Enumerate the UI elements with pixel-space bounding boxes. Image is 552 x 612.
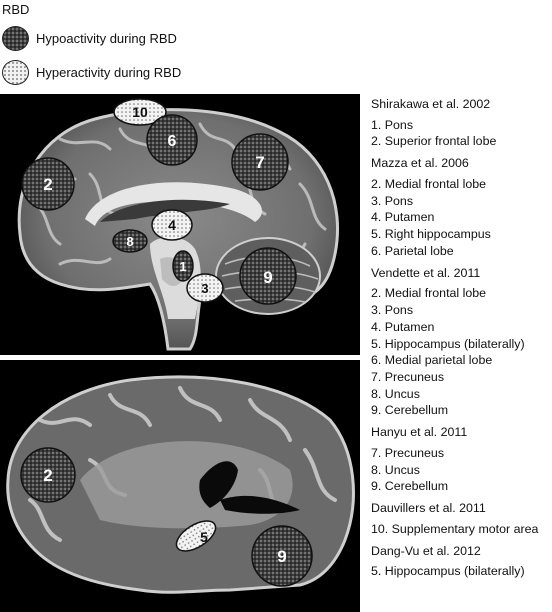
ref-item: 7. Precuneus (371, 445, 445, 460)
region-2-lower-label: 2 (43, 466, 52, 485)
ref-item: 2. Medial frontal lobe (371, 286, 487, 301)
region-4-label: 4 (168, 217, 176, 233)
ref-item: 9. Cerebellum (371, 403, 449, 418)
ref-group-dang-vu: Dang-Vu et al. 2012 5. Hippocampus (bila… (371, 543, 552, 580)
legend-label-hypoactivity: Hypoactivity during RBD (36, 30, 177, 46)
ref-title: Mazza et al. 2006 (371, 156, 469, 171)
region-10-marker (113, 98, 167, 126)
ref-item: 6. Parietal lobe (371, 243, 454, 258)
region-9-lower-marker (251, 525, 313, 587)
ref-item: 5. Hippocampus (bilaterally) (371, 564, 525, 579)
region-8-label: 8 (126, 234, 133, 249)
hyperactivity-swatch (2, 59, 29, 85)
reference-list: Shirakawa et al. 2002 1. Pons 2. Superio… (371, 96, 552, 585)
ref-item: 2. Medial frontal lobe (371, 176, 487, 191)
region-2-label: 2 (43, 175, 52, 194)
ref-item: 3. Pons (371, 303, 414, 318)
ref-item: 4. Putamen (371, 210, 435, 225)
region-4-marker (151, 209, 193, 241)
region-7-label: 7 (255, 153, 264, 172)
ref-item: 8. Uncus (371, 386, 420, 401)
ref-group-mazza: Mazza et al. 2006 2. Medial frontal lobe… (371, 155, 552, 259)
ref-group-hanyu: Hanyu et al. 2011 7. Precuneus 8. Uncus … (371, 424, 552, 495)
ref-item: 8. Uncus (371, 462, 420, 477)
brain-parasagittal-image: 2 5 9 (6, 375, 355, 594)
brain-sagittal-panel: 10 6 7 2 4 8 1 3 9 (0, 94, 360, 355)
ref-item: 5. Hippocampus (bilaterally) (371, 336, 525, 351)
region-1-marker (172, 250, 194, 282)
region-3-marker (186, 273, 224, 303)
ref-item: 9. Cerebellum (371, 479, 449, 494)
ref-group-vendette: Vendette et al. 2011 2. Medial frontal l… (371, 265, 552, 420)
region-9-marker (239, 247, 297, 305)
region-6-label: 6 (168, 133, 177, 150)
region-6-marker (146, 114, 198, 166)
ref-item: 6. Medial parietal lobe (371, 353, 493, 368)
ref-item: 5. Right hippocampus (371, 227, 491, 242)
region-5-marker (175, 520, 217, 552)
ref-item: 2. Superior frontal lobe (371, 134, 497, 149)
legend-label-hyperactivity: Hyperactivity during RBD (36, 64, 182, 80)
region-2-marker (21, 157, 75, 211)
ref-item: 10. Supplementary motor area (371, 521, 539, 536)
ref-title: Hanyu et al. 2011 (371, 425, 468, 440)
ref-title: Vendette et al. 2011 (371, 265, 481, 280)
ref-item: 3. Pons (371, 193, 414, 208)
region-3-label: 3 (201, 281, 208, 296)
region-2-lower-marker (20, 447, 76, 503)
region-1-label: 1 (179, 259, 186, 274)
ref-item: 7. Precuneus (371, 370, 445, 385)
ref-group-shirakawa: Shirakawa et al. 2002 1. Pons 2. Superio… (371, 96, 552, 150)
region-5-label: 5 (200, 529, 208, 545)
hypoactivity-swatch (2, 25, 29, 51)
ref-item: 4. Putamen (371, 319, 435, 334)
ref-title: Dauvillers et al. 2011 (371, 501, 486, 516)
brain-parasagittal-panel: 2 5 9 (0, 360, 360, 612)
region-8-marker (112, 229, 148, 253)
ref-title: Shirakawa et al. 2002 (371, 97, 491, 111)
legend-item-hyperactivity: Hyperactivity during RBD (2, 57, 181, 87)
legend-item-hypoactivity: Hypoactivity during RBD (2, 23, 177, 53)
region-10-label: 10 (132, 104, 148, 120)
brain-sagittal-image: 10 6 7 2 4 8 1 3 9 (17, 98, 340, 351)
ref-group-dauvillers: Dauvillers et al. 2011 10. Supplementary… (371, 500, 552, 537)
region-7-marker (231, 133, 289, 191)
ref-item: 1. Pons (371, 117, 414, 132)
legend-title: RBD (2, 2, 30, 17)
region-9-label: 9 (263, 268, 272, 287)
region-9-lower-label: 9 (277, 547, 286, 566)
ref-title: Dang-Vu et al. 2012 (371, 543, 481, 558)
